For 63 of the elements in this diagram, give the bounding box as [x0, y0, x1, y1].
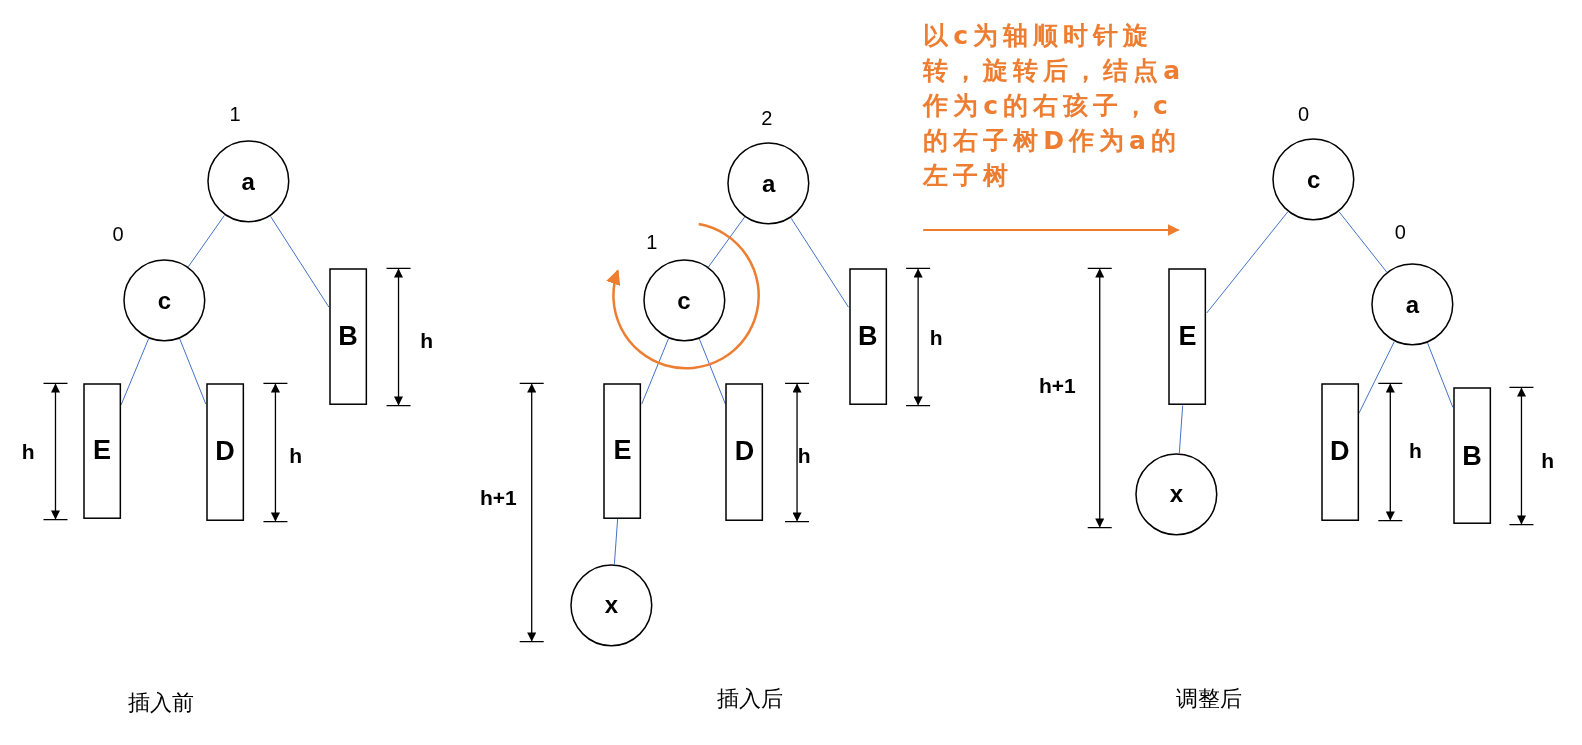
node-label: a — [1405, 290, 1420, 319]
tree-edge — [613, 518, 619, 565]
subtree-box — [725, 382, 764, 522]
tree-edge — [641, 338, 669, 405]
dimension-label: h — [1409, 439, 1422, 463]
node-label: a — [762, 169, 776, 198]
subtree-box — [603, 382, 642, 520]
subtree-box — [82, 382, 122, 520]
tree-node-circle — [1135, 453, 1218, 536]
node-label: D — [734, 436, 755, 468]
tree-edge — [790, 217, 849, 308]
node-label: B — [1462, 440, 1482, 472]
node-label: D — [1330, 436, 1350, 468]
caption: 插入前 — [128, 689, 195, 718]
balance-factor: 0 — [1297, 102, 1310, 126]
tree-node-circle — [206, 140, 290, 223]
subtree-box — [1320, 382, 1359, 522]
node-label: a — [241, 167, 255, 196]
annotation-text: 以c为轴顺时针旋转，旋转后，结点a作为c的右孩子，c的右子树D作为a的左子树 — [923, 20, 1186, 193]
node-label: c — [157, 286, 172, 315]
tree-node-circle — [123, 259, 206, 342]
node-label: E — [92, 435, 111, 467]
tree-edge — [1338, 211, 1388, 273]
node-label: D — [215, 436, 235, 468]
tree-node-circle — [1272, 138, 1355, 221]
dimension-label: h — [797, 444, 811, 469]
node-label: B — [338, 321, 358, 353]
balance-factor: 1 — [646, 230, 658, 254]
node-label: E — [1178, 321, 1197, 353]
dimension-label: h — [1541, 449, 1555, 474]
balance-factor: 1 — [229, 102, 241, 126]
node-label: c — [677, 286, 691, 315]
balance-factor: 0 — [1394, 220, 1406, 244]
node-label: c — [1306, 165, 1321, 194]
dimension-label: h — [929, 326, 943, 350]
dimension-label: h+1 — [480, 486, 517, 511]
node-label: B — [857, 321, 878, 353]
tree-edge — [187, 214, 225, 268]
tree-edge — [1178, 405, 1184, 454]
node-label: E — [613, 435, 632, 467]
balance-factor: 0 — [112, 222, 124, 246]
dimension-label: h — [420, 329, 434, 353]
dimension-label: h — [289, 444, 302, 469]
dimension-label: h — [21, 440, 35, 464]
node-label: x — [1169, 480, 1184, 509]
tree-edge — [698, 338, 726, 405]
subtree-box — [328, 268, 368, 406]
dimension-label: h+1 — [1038, 374, 1076, 399]
caption: 调整后 — [1175, 685, 1242, 714]
balance-factor: 2 — [761, 106, 773, 130]
tree-node-circle — [1371, 263, 1454, 347]
tree-node-circle — [642, 259, 726, 342]
node-label: x — [604, 591, 619, 620]
tree-node-circle — [727, 142, 811, 225]
subtree-box — [1168, 268, 1207, 406]
tree-edge — [1206, 211, 1289, 314]
subtree-box — [1452, 387, 1492, 525]
tree-node-circle — [570, 564, 653, 647]
tree-edge — [270, 215, 330, 308]
caption: 插入后 — [716, 685, 783, 714]
subtree-box — [205, 382, 245, 522]
subtree-box — [848, 268, 887, 406]
tree-edge — [707, 216, 746, 268]
